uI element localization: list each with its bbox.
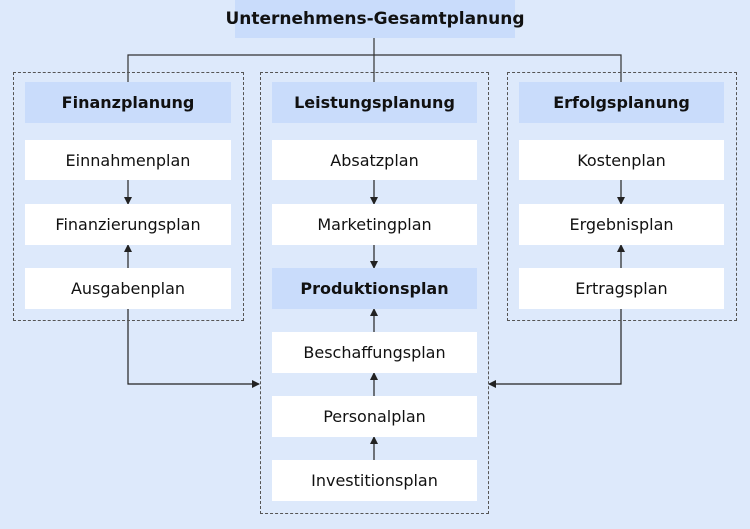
ergebnisplan-label: Ergebnisplan <box>569 215 674 234</box>
produktionsplan-box: Produktionsplan <box>272 268 477 309</box>
finanz-header: Finanzplanung <box>25 82 231 123</box>
erfolg-header: Erfolgsplanung <box>519 82 724 123</box>
absatzplan-label: Absatzplan <box>330 150 419 170</box>
einnahmenplan-box: Einnahmenplan <box>25 140 231 180</box>
beschaffungsplan-box: Beschaffungsplan <box>272 332 477 373</box>
beschaffungsplan-label: Beschaffungsplan <box>303 343 446 362</box>
root-label: Unternehmens-Gesamtplanung <box>225 9 525 29</box>
leistung-group-frame <box>260 72 489 514</box>
finanzierungsplan-box: Finanzierungsplan <box>25 204 231 245</box>
personalplan-box: Personalplan <box>272 396 477 437</box>
arrow-finanz-to-leistung <box>127 309 260 388</box>
ausgabenplan-box: Ausgabenplan <box>25 268 231 309</box>
finanz-group-frame <box>13 72 244 321</box>
personalplan-label: Personalplan <box>323 407 426 426</box>
ergebnisplan-box: Ergebnisplan <box>519 204 724 245</box>
einnahmenplan-label: Einnahmenplan <box>65 150 191 170</box>
erfolg-title: Erfolgsplanung <box>553 93 690 112</box>
absatzplan-box: Absatzplan <box>272 140 477 180</box>
ertragsplan-box: Ertragsplan <box>519 268 724 309</box>
investitionsplan-label: Investitionsplan <box>311 471 438 490</box>
root-connector <box>127 38 622 82</box>
finanzierungsplan-label: Finanzierungsplan <box>55 215 201 234</box>
investitionsplan-box: Investitionsplan <box>272 460 477 501</box>
leistung-header: Leistungsplanung <box>272 82 477 123</box>
produktionsplan-label: Produktionsplan <box>300 279 449 298</box>
kostenplan-box: Kostenplan <box>519 140 724 180</box>
ausgabenplan-label: Ausgabenplan <box>70 279 186 298</box>
kostenplan-label: Kostenplan <box>577 150 666 170</box>
ertragsplan-label: Ertragsplan <box>575 279 668 298</box>
marketingplan-label: Marketingplan <box>317 215 432 234</box>
marketingplan-box: Marketingplan <box>272 204 477 245</box>
arrow-erfolg-to-leistung <box>488 309 622 388</box>
erfolg-group-frame <box>507 72 737 321</box>
finanz-title: Finanzplanung <box>61 93 195 112</box>
root-box: Unternehmens-Gesamtplanung <box>225 0 525 38</box>
leistung-title: Leistungsplanung <box>294 93 455 112</box>
